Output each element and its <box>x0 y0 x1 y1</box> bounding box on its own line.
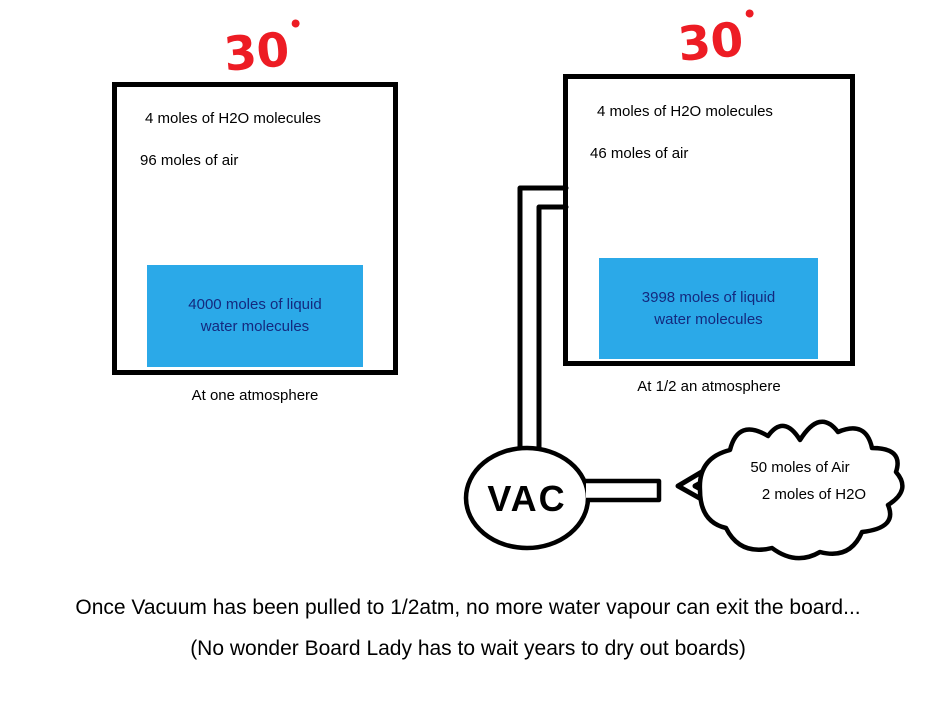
vacuum-tube-outer-line <box>517 185 569 455</box>
cloud-h2o-label: 2 moles of H2O <box>762 486 866 503</box>
exhaust-cloud <box>697 419 905 561</box>
pressure-caption-left: At one atmosphere <box>191 387 319 404</box>
gas-content-air: 96 moles of air <box>140 152 239 169</box>
gas-content-h2o: 4 moles of H2O molecules <box>597 103 773 120</box>
water-label-line2: water molecules <box>654 310 763 328</box>
pressure-caption-right: At 1/2 an atmosphere <box>637 378 781 395</box>
gas-content-h2o: 4 moles of H2O molecules <box>145 110 321 127</box>
water-label-line1: 3998 moles of liquid <box>641 288 776 306</box>
pump-exhaust-nozzle <box>586 478 662 503</box>
vacuum-pump-label: VAC <box>487 478 566 519</box>
gas-content-air: 46 moles of air <box>590 145 689 162</box>
water-label-line1: 4000 moles of liquid <box>188 296 322 314</box>
board-container-left: 4 moles of H2O molecules 96 moles of air… <box>112 82 398 375</box>
board-container-right: 4 moles of H2O molecules 46 moles of air… <box>563 74 855 366</box>
liquid-water-pool: 4000 moles of liquid water molecules <box>147 265 363 367</box>
liquid-water-pool: 3998 moles of liquid water molecules <box>599 258 818 359</box>
water-label-line2: water molecules <box>200 318 310 335</box>
footer-note-line1: Once Vacuum has been pulled to 1/2atm, n… <box>75 596 861 619</box>
vacuum-tube-inner-line <box>536 204 569 455</box>
footer-note-line2: (No wonder Board Lady has to wait years … <box>190 637 746 660</box>
cloud-air-label: 50 moles of Air <box>750 459 849 476</box>
